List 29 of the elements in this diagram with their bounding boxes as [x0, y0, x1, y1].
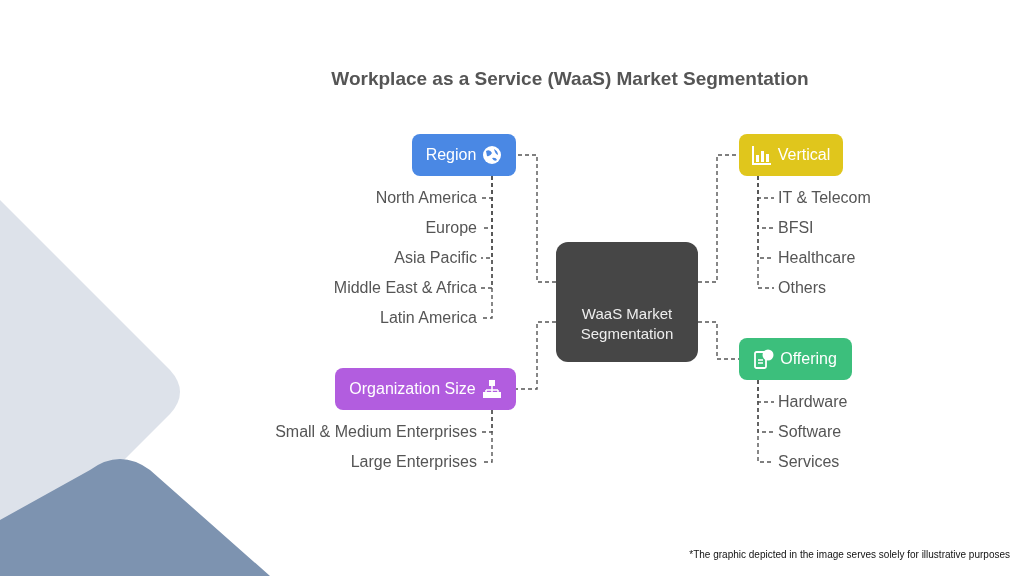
category-box: [739, 134, 843, 176]
footnote: *The graphic depicted in the image serves solely for illustrative purposes: [689, 549, 1010, 560]
connector-line: [515, 321, 557, 390]
list-item: Services: [778, 452, 928, 472]
list-item: North America: [300, 188, 477, 208]
list-item: Hardware: [778, 392, 928, 412]
category-label: Offering: [780, 350, 837, 368]
connector-line: [757, 175, 775, 289]
list-item: Small & Medium Enterprises: [240, 422, 477, 442]
category-label: Vertical: [777, 146, 831, 164]
list-item: Large Enterprises: [240, 452, 477, 472]
list-item: BFSI: [778, 218, 928, 238]
list-item: Europe: [300, 218, 477, 238]
category-label: Region: [425, 146, 477, 164]
list-item: IT & Telecom: [778, 188, 928, 208]
category-box: [412, 134, 516, 176]
connector-line: [515, 154, 557, 283]
center-box: WaaS Market Segmentation: [556, 242, 698, 362]
list-item: Asia Pacific: [300, 248, 477, 268]
connector-line: [480, 175, 493, 319]
list-item: Middle East & Africa: [300, 278, 477, 298]
list-item: Healthcare: [778, 248, 928, 268]
list-item: Software: [778, 422, 928, 442]
category-label: Organization Size: [349, 380, 476, 398]
title: Workplace as a Service (WaaS) Market Segmentation: [330, 68, 810, 90]
list-item: Others: [778, 278, 928, 298]
category-box: [335, 368, 516, 410]
list-item: Latin America: [300, 308, 477, 328]
category-box: [739, 338, 852, 380]
